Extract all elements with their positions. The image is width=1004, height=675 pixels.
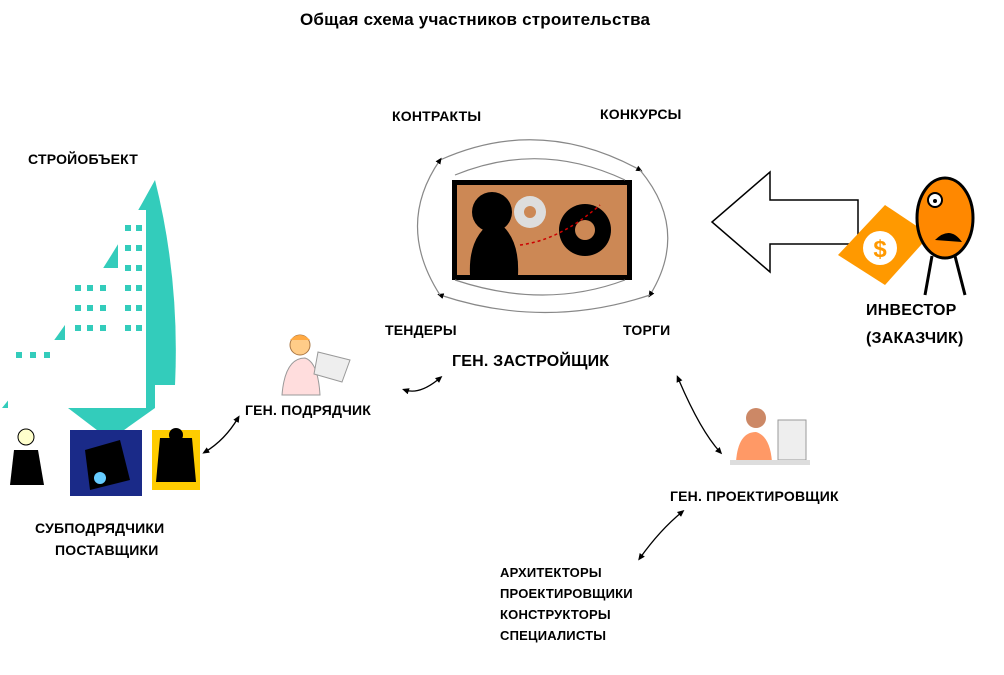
- connector-developer-designer: [676, 375, 723, 455]
- tenders-label: ТЕНДЕРЫ: [385, 322, 457, 338]
- investor-label: ИНВЕСТОР: [866, 302, 957, 319]
- connector-developer-contractor: [402, 375, 443, 395]
- investor-figure: $: [838, 176, 975, 296]
- customer-label: (ЗАКАЗЧИК): [866, 330, 964, 347]
- competitions-label: КОНКУРСЫ: [600, 106, 682, 122]
- specialist-item: СПЕЦИАЛИСТЫ: [500, 628, 607, 643]
- connector-designer-specialists: [638, 510, 685, 561]
- specialist-item: КОНСТРУКТОРЫ: [500, 607, 611, 622]
- connector-contractor-subcontractors: [202, 415, 240, 454]
- designer-figure: [730, 408, 810, 465]
- subcontractors-label: СУБПОДРЯДЧИКИ: [35, 520, 165, 536]
- developer-label: ГЕН. ЗАСТРОЙЩИК: [452, 353, 610, 370]
- suppliers-label: ПОСТАВЩИКИ: [55, 542, 159, 558]
- contractor-label: ГЕН. ПОДРЯДЧИК: [245, 402, 371, 418]
- specialist-item: ПРОЕКТИРОВЩИКИ: [500, 586, 633, 601]
- specialist-item: АРХИТЕКТОРЫ: [500, 565, 602, 580]
- subcontractor-figures: [10, 428, 200, 496]
- specialists-list: АРХИТЕКТОРЫ ПРОЕКТИРОВЩИКИ КОНСТРУКТОРЫ …: [500, 565, 633, 649]
- auctions-label: ТОРГИ: [623, 322, 671, 338]
- designer-label: ГЕН. ПРОЕКТИРОВЩИК: [670, 488, 839, 504]
- site-label: СТРОЙОБЪЕКТ: [28, 151, 138, 167]
- building-illustration: [2, 180, 176, 440]
- investment-arrow: [710, 170, 859, 274]
- svg-text:$: $: [873, 236, 887, 263]
- cycle-arrows: [417, 139, 669, 314]
- contractor-figure: [281, 334, 351, 396]
- diagram-title: Общая схема участников строительства: [300, 10, 651, 29]
- contracts-label: КОНТРАКТЫ: [392, 108, 482, 124]
- tech-panel: [452, 180, 632, 280]
